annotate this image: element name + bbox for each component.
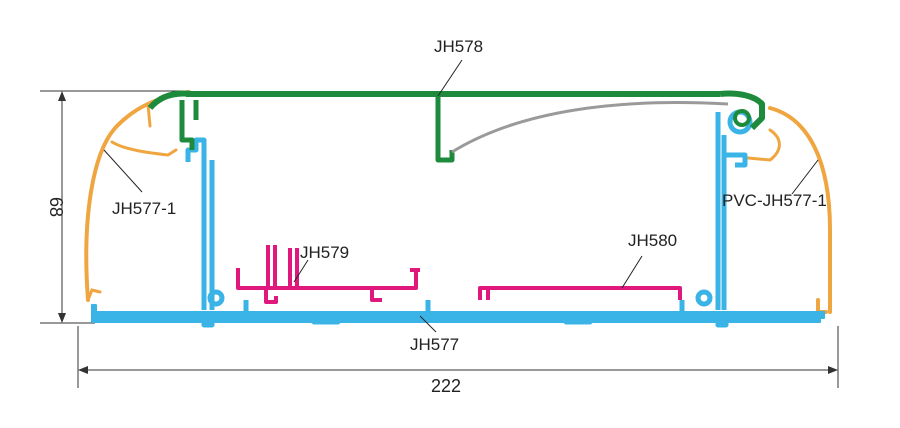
width-dimension-label: 222 — [431, 376, 461, 396]
flexible-strip — [451, 101, 729, 154]
label-jh580: JH580 — [628, 231, 677, 250]
label-jh579: JH579 — [300, 243, 349, 262]
label-jh577-1: JH577-1 — [112, 199, 176, 218]
side-cap-right-pvc-jh577-1 — [746, 106, 832, 314]
side-cap-left-jh577-1 — [84, 90, 190, 302]
base-profile-jh577 — [91, 109, 825, 328]
label-jh577: JH577 — [410, 335, 459, 354]
insert-jh580 — [478, 286, 682, 300]
height-dimension-label: 68 — [46, 197, 66, 217]
width-dimension: 222 — [77, 326, 839, 396]
label-pvc-jh577-1: PVC-JH577-1 — [722, 191, 827, 210]
cover-profile-jh578 — [147, 90, 765, 163]
height-dimension: 68 — [40, 90, 190, 324]
label-jh578: JH578 — [434, 37, 483, 56]
leader-lines — [103, 59, 819, 333]
insert-jh579 — [236, 245, 420, 304]
